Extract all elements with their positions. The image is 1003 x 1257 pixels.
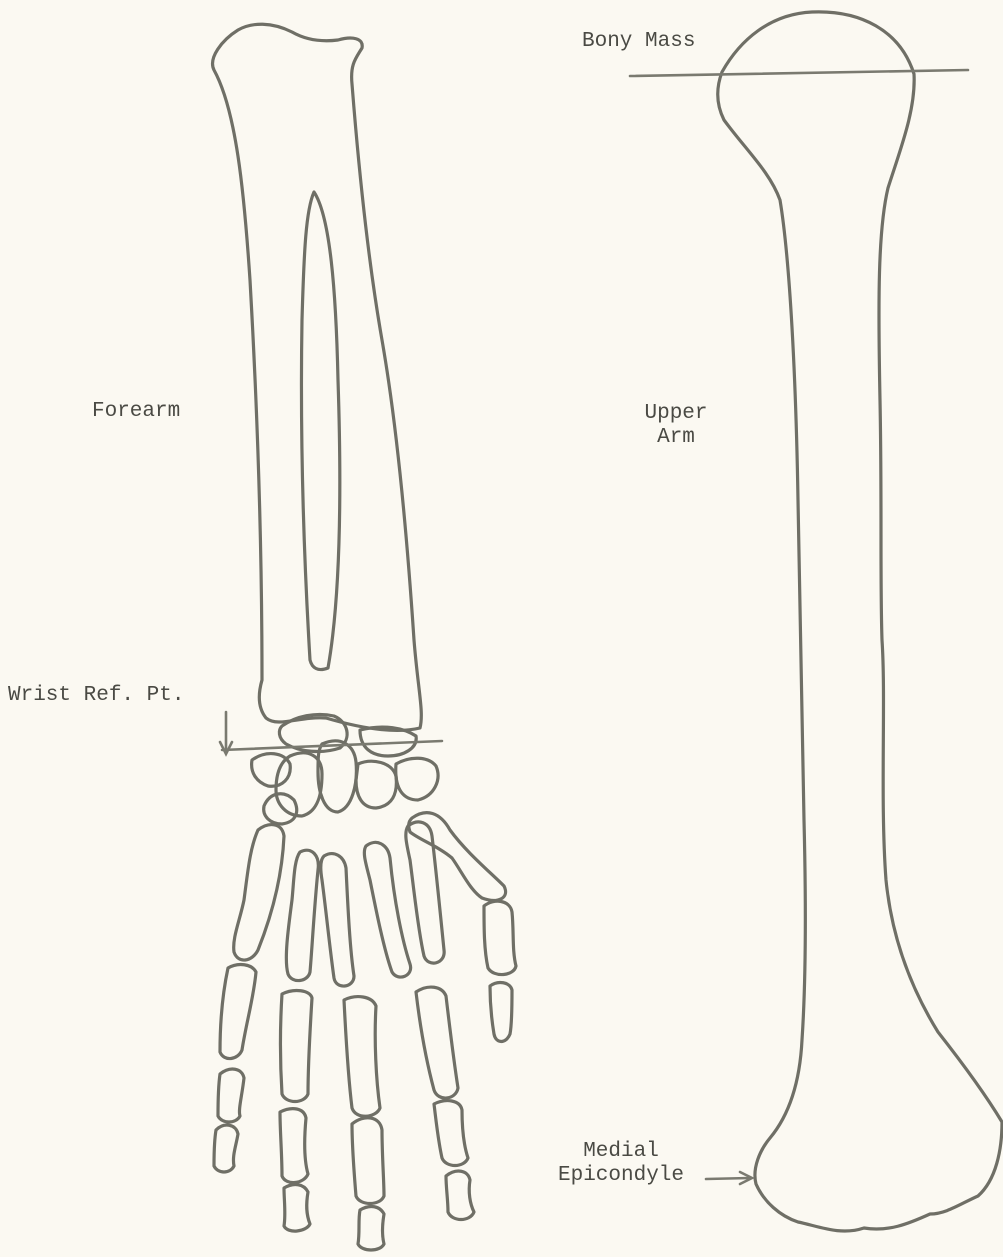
phalanx-bone <box>446 1171 474 1219</box>
phalanx-bone <box>344 997 380 1117</box>
metacarpal-bone <box>286 850 318 980</box>
phalanx-bone <box>416 987 458 1098</box>
upper-arm-label-line2: Arm <box>636 426 716 450</box>
medial-epicondyle-arrow <box>706 1178 750 1179</box>
bony-mass-label-text: Bony Mass <box>582 30 695 54</box>
metacarpal-bone <box>406 822 444 963</box>
medial-epicondyle-label-line1: Medial <box>532 1140 710 1164</box>
interosseous-gap <box>301 192 339 670</box>
phalanx-bone <box>352 1118 384 1204</box>
upper-arm-label: Upper Arm <box>636 402 716 450</box>
phalanx-bone <box>281 991 313 1102</box>
phalanx-bone <box>220 965 256 1059</box>
phalanx-bone <box>284 1185 310 1232</box>
thumb-phalanx <box>484 901 516 974</box>
metacarpal-bone <box>234 825 284 960</box>
carpal-bone <box>264 794 297 824</box>
upper-arm-bone <box>630 12 1002 1231</box>
metacarpal-bone <box>364 842 410 977</box>
phalanx-bone <box>358 1207 384 1250</box>
thumb-metacarpal <box>409 813 506 901</box>
phalanx-bone <box>218 1069 244 1122</box>
metacarpal-bone <box>321 854 354 986</box>
phalanx-bone <box>214 1125 238 1172</box>
medial-epicondyle-label: Medial Epicondyle <box>532 1140 710 1188</box>
medial-epicondyle-label-line2: Epicondyle <box>532 1164 710 1188</box>
wrist-ref-label-text: Wrist Ref. Pt. <box>8 684 184 708</box>
forearm-bones <box>213 24 516 1250</box>
humerus-outline <box>718 12 1002 1231</box>
bony-mass-line <box>630 70 968 76</box>
phalanx-bone <box>434 1101 468 1166</box>
phalanx-bone <box>280 1109 308 1183</box>
bony-mass-label: Bony Mass <box>582 30 695 54</box>
forearm-label: Forearm <box>92 400 180 424</box>
carpal-bone <box>356 761 396 808</box>
forearm-label-text: Forearm <box>92 400 180 424</box>
forearm-outline <box>213 24 422 730</box>
upper-arm-label-line1: Upper <box>636 402 716 426</box>
carpal-bone <box>396 758 438 800</box>
wrist-ref-label: Wrist Ref. Pt. <box>8 684 184 708</box>
thumb-phalanx <box>490 983 512 1042</box>
